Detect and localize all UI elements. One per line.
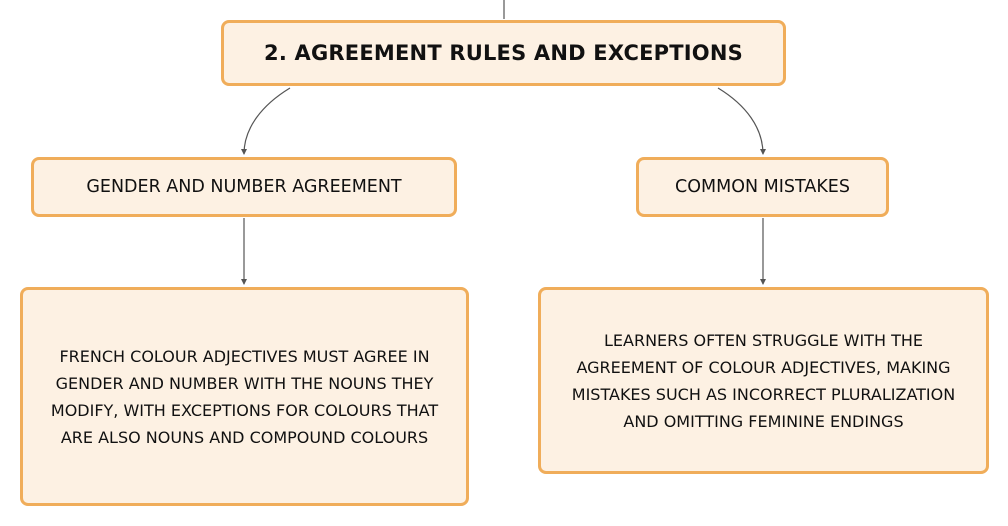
connector-root-to-right-heading bbox=[717, 87, 766, 155]
gender-number-agreement-node[interactable]: GENDER AND NUMBER AGREEMENT bbox=[31, 157, 457, 217]
root-topic-label: 2. AGREEMENT RULES AND EXCEPTIONS bbox=[264, 41, 743, 65]
connector-root-to-left-heading bbox=[241, 87, 291, 155]
root-topic-node[interactable]: 2. AGREEMENT RULES AND EXCEPTIONS bbox=[221, 20, 786, 86]
common-mistakes-node[interactable]: COMMON MISTAKES bbox=[636, 157, 889, 217]
gender-number-agreement-detail-text: FRENCH COLOUR ADJECTIVES MUST AGREE IN G… bbox=[50, 346, 439, 447]
gender-number-agreement-label: GENDER AND NUMBER AGREEMENT bbox=[86, 177, 402, 197]
common-mistakes-label: COMMON MISTAKES bbox=[675, 177, 850, 197]
common-mistakes-detail-text: LEARNERS OFTEN STRUGGLE WITH THE AGREEME… bbox=[571, 330, 956, 431]
gender-number-agreement-detail-node[interactable]: FRENCH COLOUR ADJECTIVES MUST AGREE IN G… bbox=[20, 287, 469, 506]
common-mistakes-detail-node[interactable]: LEARNERS OFTEN STRUGGLE WITH THE AGREEME… bbox=[538, 287, 989, 474]
